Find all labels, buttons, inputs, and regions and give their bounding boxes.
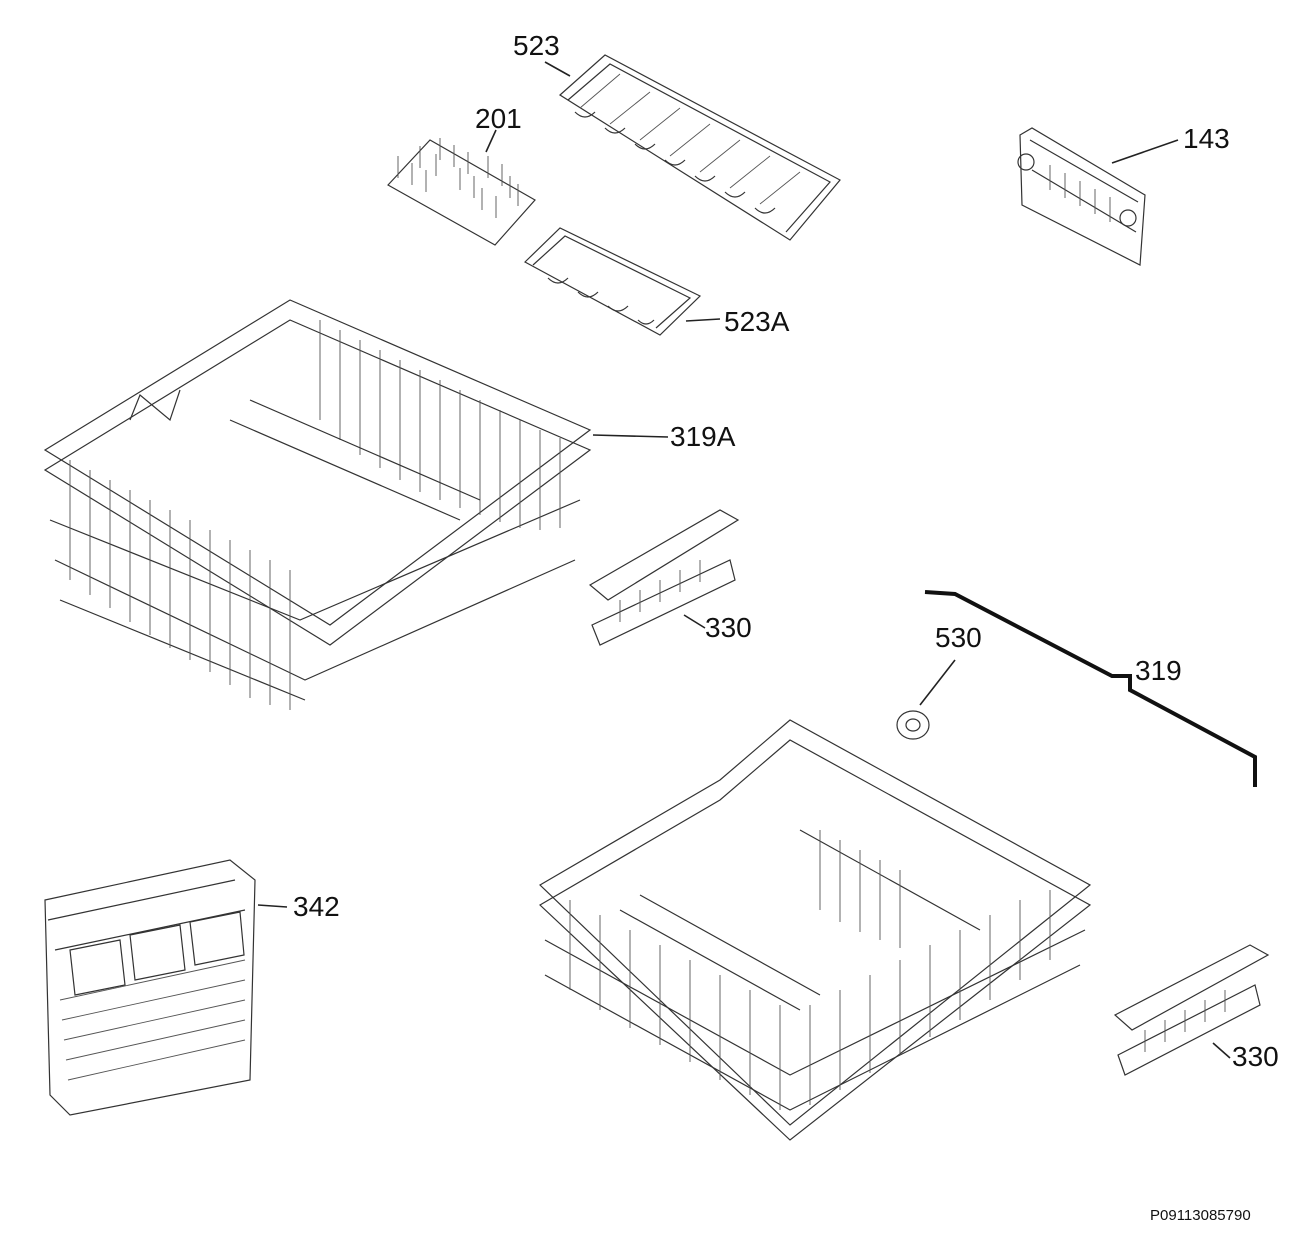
leader-342: [257, 904, 288, 908]
label-330-bottom: 330: [1232, 1041, 1279, 1072]
document-number: P09113085790: [1150, 1207, 1251, 1224]
part-330-top-endcap: [588, 509, 740, 646]
label-319a: 319A: [670, 421, 736, 452]
part-201-tines: [387, 138, 536, 246]
part-523-rail: [559, 54, 841, 241]
label-342: 342: [293, 891, 340, 922]
label-523a: 523A: [724, 306, 790, 337]
label-319: 319: [1135, 655, 1182, 686]
part-143-bracket: [1017, 127, 1146, 266]
leader-319a: [592, 434, 669, 438]
leader-330-top: [683, 614, 706, 629]
leader-530: [919, 659, 956, 706]
part-319-lower-basket: [539, 719, 1092, 1141]
part-330-bottom-endcap: [1113, 944, 1270, 1076]
leader-201: [485, 129, 497, 153]
label-330-top: 330: [705, 612, 752, 643]
label-523: 523: [513, 30, 560, 61]
label-201: 201: [475, 103, 522, 134]
leader-523a: [685, 318, 721, 322]
leader-319: [924, 590, 1257, 787]
label-530: 530: [935, 622, 982, 653]
part-530-wheel: [896, 710, 930, 740]
leader-523: [544, 61, 571, 77]
part-319a-upper-basket: [43, 299, 592, 710]
leader-143: [1111, 139, 1179, 164]
part-342-cutlery-basket: [44, 859, 256, 1116]
part-523a-rail: [523, 227, 702, 336]
leader-330-bottom: [1212, 1042, 1231, 1059]
label-143: 143: [1183, 123, 1230, 154]
